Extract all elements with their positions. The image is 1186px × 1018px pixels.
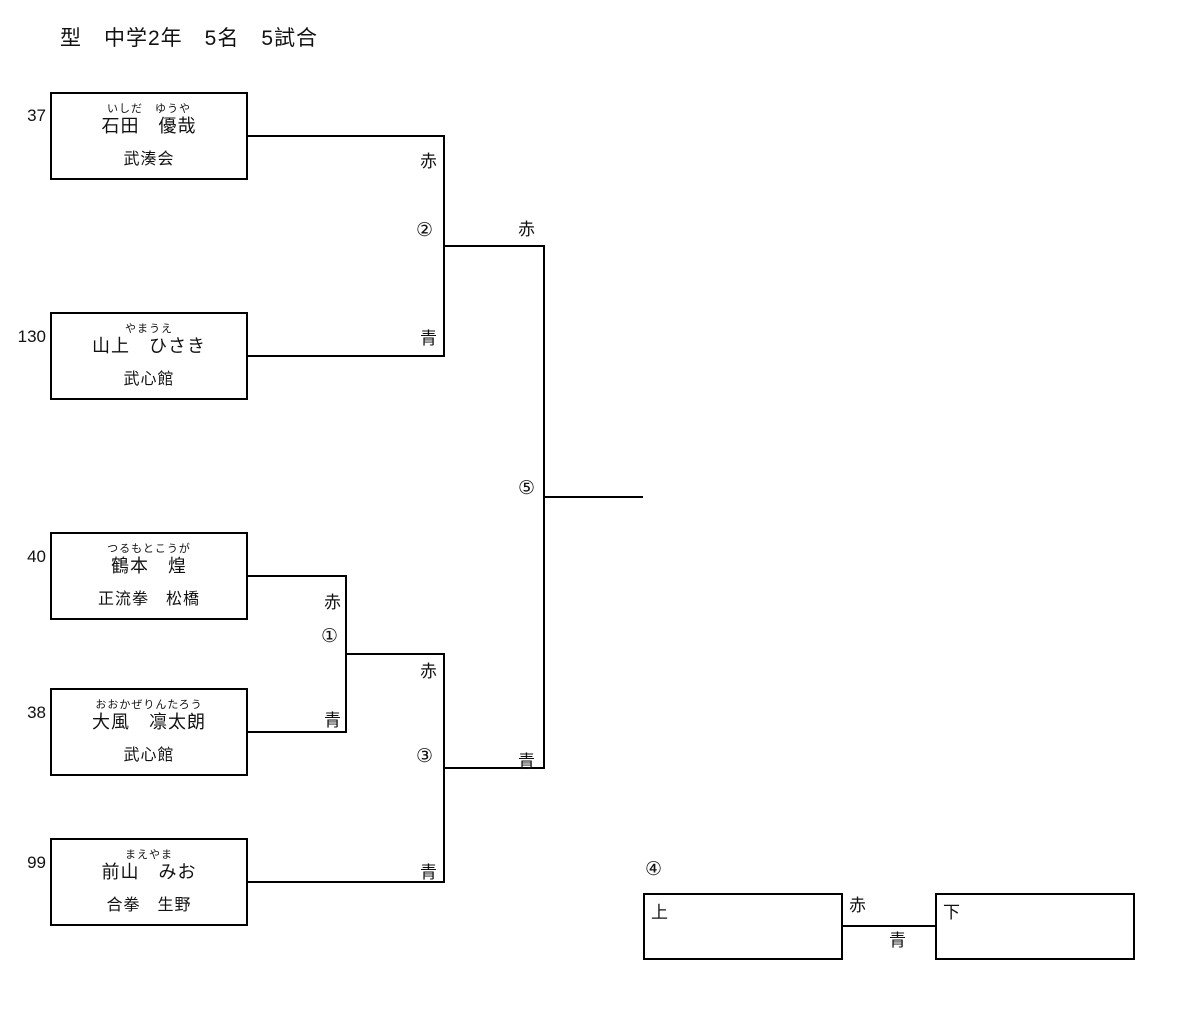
color-label-blue: 青 (420, 863, 437, 882)
player-club: 武心館 (123, 370, 175, 388)
bracket-line-player2 (248, 355, 443, 357)
page-title: 型 中学2年 5名 5試合 (60, 27, 319, 50)
seed-number: 130 (17, 327, 46, 346)
color-label-blue: 青 (420, 329, 437, 348)
bracket-line-match5-vertical (543, 245, 545, 769)
seed-number: 99 (27, 853, 46, 872)
bracket-line-match5-out (543, 496, 643, 498)
player-club: 正流拳 松橋 (97, 590, 200, 608)
bracket-line-player5 (248, 881, 443, 883)
player-furigana: つるもとこうが (107, 543, 191, 556)
color-label-red: 赤 (849, 896, 866, 915)
seed-number: 40 (27, 547, 46, 566)
color-label-blue: 青 (889, 931, 906, 950)
match5-number-label: ⑤ (518, 478, 536, 499)
player-furigana: やまうえ (125, 323, 173, 336)
player-club: 合拳 生野 (106, 896, 192, 914)
color-label-red: 赤 (420, 662, 437, 681)
match3-number-label: ③ (416, 746, 434, 767)
color-label-red: 赤 (518, 220, 535, 239)
color-label-red: 赤 (324, 593, 341, 612)
player-box: つるもとこうが 鶴本 煌 正流拳 松橋 (50, 532, 248, 620)
player-club: 武心館 (123, 746, 175, 764)
player-name: 石田 優哉 (101, 116, 197, 137)
bracket-line-match4-connector (843, 925, 935, 927)
match1-number-label: ① (321, 626, 339, 647)
bracket-line-match2-out (443, 245, 545, 247)
seed-number: 38 (27, 703, 46, 722)
match4-number-label: ④ (645, 859, 663, 880)
bracket-line-player1 (248, 135, 443, 137)
player-name: 大風 凛太朗 (92, 712, 206, 733)
player-box: やまうえ 山上 ひさき 武心館 (50, 312, 248, 400)
color-label-red: 赤 (420, 152, 437, 171)
seed-number: 37 (27, 106, 46, 125)
player-club: 武湊会 (123, 150, 175, 168)
match4-lower-box: 下 (935, 893, 1135, 960)
player-furigana: まえやま (125, 849, 173, 862)
match2-number-label: ② (416, 220, 434, 241)
player-name: 前山 みお (101, 862, 197, 883)
color-label-blue: 青 (518, 752, 535, 771)
player-box: まえやま 前山 みお 合拳 生野 (50, 838, 248, 926)
match4-upper-box: 上 (643, 893, 843, 960)
player-name: 鶴本 煌 (111, 556, 187, 577)
player-furigana: いしだ ゆうや (107, 103, 191, 116)
bracket-line-match3-out (443, 767, 545, 769)
player-name: 山上 ひさき (92, 336, 206, 357)
player-furigana: おおかぜりんたろう (95, 699, 203, 712)
bracket-line-player4 (248, 731, 347, 733)
color-label-blue: 青 (324, 711, 341, 730)
player-box: いしだ ゆうや 石田 優哉 武湊会 (50, 92, 248, 180)
player-box: おおかぜりんたろう 大風 凛太朗 武心館 (50, 688, 248, 776)
bracket-line-player3 (248, 575, 347, 577)
bracket-line-match1-out (345, 653, 445, 655)
